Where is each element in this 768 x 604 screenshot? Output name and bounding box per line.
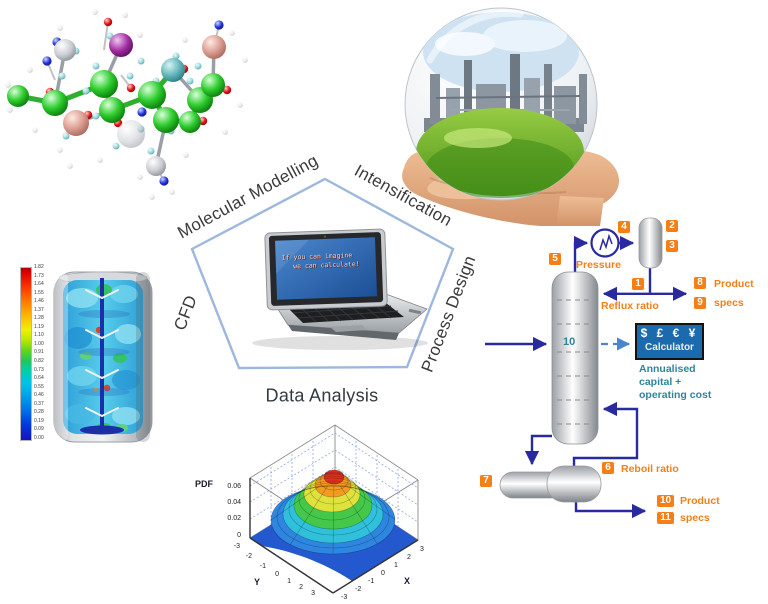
badge-10: 10 [656, 494, 675, 508]
carbon-spheres [7, 70, 225, 133]
surface-plot: 0.06 0.04 0.02 0 -3 -2 -1 0 1 2 3 -3 -2 … [195, 424, 424, 601]
caption-line-1: Annualised [639, 363, 696, 375]
product-specs-bottom-2: specs [680, 512, 710, 524]
badge-2: 2 [665, 219, 679, 233]
y-axis-label: Y [254, 577, 260, 587]
caption-line-2: capital + [639, 376, 682, 388]
x-axis-label: X [404, 576, 410, 586]
hetero-spheres [54, 33, 226, 176]
badge-9: 9 [693, 296, 707, 310]
reflux-ratio-label: Reflux ratio [601, 300, 659, 312]
feed-stage-number: 10 [563, 336, 576, 348]
badge-5: 5 [548, 252, 562, 266]
process-flowsheet [485, 217, 688, 519]
colorbar-tick: 1.55 [34, 289, 44, 296]
xtick: 1 [394, 562, 398, 569]
colorbar-tick: 1.37 [34, 306, 44, 313]
ytick: 2 [299, 584, 303, 591]
hydrogen-atoms [5, 9, 248, 200]
colorbar-tick: 1.82 [34, 264, 44, 270]
colorbar-tick: 0.19 [34, 417, 44, 424]
colorbar-tick: 1.64 [34, 281, 44, 288]
nitrogen-atoms [42, 20, 224, 186]
colorbar-tick: 0.73 [34, 366, 44, 373]
laptop [252, 228, 428, 350]
badge-8: 8 [693, 276, 707, 290]
ztick: 0.06 [227, 483, 241, 490]
ytick: 1 [287, 578, 291, 585]
condenser [590, 228, 620, 258]
ztick: 0.02 [227, 515, 241, 522]
colorbar-tick: 1.00 [34, 340, 44, 347]
cfd-column [53, 271, 153, 443]
ztick: 0 [237, 532, 241, 539]
colorbar-tick: 0.91 [34, 349, 44, 356]
colorbar-tick: 1.73 [34, 272, 44, 279]
ytick: 0 [275, 571, 279, 578]
xtick: -1 [368, 578, 374, 585]
colorbar-tick: 0.37 [34, 400, 44, 407]
xtick: -2 [355, 586, 361, 593]
ytick: -1 [260, 563, 266, 570]
pressure-label: Pressure [576, 259, 621, 271]
product-specs-top-2: specs [714, 297, 744, 309]
colorbar-tick: 1.10 [34, 332, 44, 339]
colorbar-tick: 0.46 [34, 392, 44, 399]
badge-4: 4 [617, 220, 631, 234]
molecular-model [5, 9, 248, 200]
product-specs-bottom-1: Product [680, 495, 720, 507]
ztick: 0.04 [227, 499, 241, 506]
label-data-analysis: Data Analysis [265, 385, 379, 406]
colorbar-tick: 0.55 [34, 383, 44, 390]
calculator-box: $ £ € ¥ Calculator [635, 323, 704, 360]
badge-7: 7 [479, 474, 493, 488]
colorbar-tick: 0.28 [34, 409, 44, 416]
reboiler-drum [499, 465, 602, 503]
colorbar-tick: 0.00 [34, 434, 44, 441]
xtick: 0 [381, 570, 385, 577]
xtick: 2 [407, 554, 411, 561]
currency-symbols: $ £ € ¥ [640, 326, 699, 340]
reflux-drum [638, 217, 663, 269]
reboil-ratio-label: Reboil ratio [621, 463, 679, 475]
laptop-screen-text: If you can imagine we can calculate! [282, 250, 383, 271]
cost-caption: Annualised capital + operating cost [639, 363, 711, 402]
product-specs-top-1: Product [714, 278, 754, 290]
colorbar-tick: 1.46 [34, 298, 44, 305]
badge-6: 6 [601, 461, 615, 475]
ytick: -2 [246, 553, 252, 560]
globe-in-hand [402, 7, 620, 226]
distillation-column [551, 271, 599, 445]
colorbar-tick: 0.64 [34, 375, 44, 382]
cfd-colorbar [20, 267, 32, 441]
badge-3: 3 [665, 239, 679, 253]
colorbar-tick: 0.09 [34, 426, 44, 433]
colorbar-tick: 0.82 [34, 358, 44, 365]
colorbar-tick: 1.28 [34, 315, 44, 322]
xtick: -3 [341, 594, 347, 601]
ytick: 3 [311, 590, 315, 597]
xtick: 3 [420, 546, 424, 553]
ytick: -3 [234, 543, 240, 550]
calculator-label: Calculator [645, 342, 694, 353]
colorbar-tick: 1.19 [34, 323, 44, 330]
badge-1: 1 [631, 277, 645, 291]
caption-line-3: operating cost [639, 389, 712, 401]
badge-11: 11 [656, 511, 675, 525]
z-axis-label: PDF [195, 479, 214, 489]
